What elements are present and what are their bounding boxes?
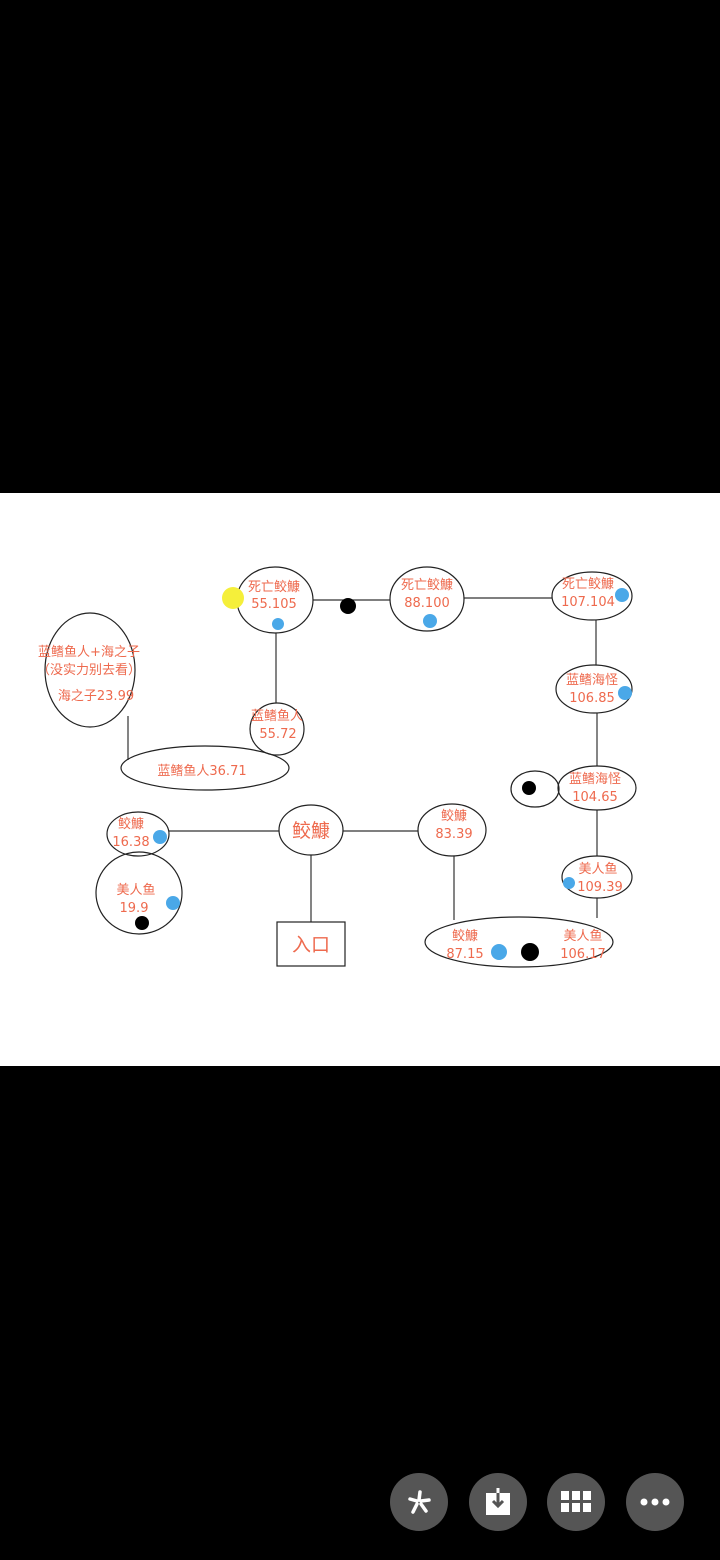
black-marker [340, 598, 356, 614]
black-marker [521, 943, 539, 961]
node-name: 鲛鱇 [292, 820, 330, 842]
node-murloc-55: 蓝鳍鱼人 55.72 [249, 702, 305, 756]
node-line1: 蓝鳍鱼人+海之子 [38, 644, 140, 660]
sparkle-icon [408, 1490, 431, 1514]
blue-marker [563, 877, 575, 889]
entrance-label: 入口 [292, 934, 330, 956]
yellow-marker [222, 587, 244, 609]
node-death-107: 死亡鲛鱇 107.104 [551, 571, 633, 621]
more-icon [640, 1498, 670, 1506]
node-name: 蓝鳍海怪 [566, 673, 618, 688]
node-level: 107.104 [561, 595, 615, 610]
blue-marker [615, 588, 629, 602]
node-combo-bottom: 鲛鱇 87.15 美人鱼 106.17 [424, 916, 614, 968]
black-marker [135, 916, 149, 930]
blue-marker [423, 614, 437, 628]
node-level: 106.85 [569, 691, 615, 706]
effects-button[interactable] [390, 1473, 448, 1531]
node-name: 鲛鱇 [452, 929, 478, 944]
viewer-toolbar [0, 1473, 720, 1531]
node-angler-83: 鲛鱇 83.39 [417, 803, 487, 857]
node-death-55: 死亡鲛鱇 55.105 [236, 566, 314, 634]
node-name: 美人鱼 [563, 928, 602, 944]
blue-marker [166, 896, 180, 910]
node-line3: 海之子23.99 [58, 689, 134, 704]
node-name: 蓝鳍鱼人 [251, 708, 303, 724]
save-button[interactable] [469, 1473, 527, 1531]
node-name: 鲛鱇 [441, 809, 467, 824]
node-name: 蓝鳍海怪 [569, 772, 621, 787]
grid-button[interactable] [547, 1473, 605, 1531]
download-icon [486, 1487, 510, 1515]
node-level: 55.105 [251, 597, 297, 612]
node-name: 美人鱼 [116, 882, 155, 898]
node-name: 死亡鲛鱇 [248, 580, 300, 595]
node-seamonster-104: 蓝鳍海怪 104.65 [510, 765, 637, 811]
node-level: 109.39 [577, 880, 623, 895]
node-level: 104.65 [572, 790, 618, 805]
node-level: 106.17 [560, 947, 606, 962]
node-murloc-36: 蓝鳍鱼人36.71 [120, 745, 290, 791]
blue-marker [153, 830, 167, 844]
black-marker [522, 781, 536, 795]
map-diagram: 死亡鲛鱇 55.105 死亡鲛鱇 88.100 死亡鲛鱇 107.104 蓝鳍海… [37, 566, 637, 968]
node-level: 87.15 [446, 947, 483, 962]
node-seachild: 蓝鳍鱼人+海之子 （没实力别去看） 海之子23.99 [37, 612, 141, 728]
node-center: 鲛鱇 [278, 804, 344, 856]
node-name: 美人鱼 [578, 861, 617, 877]
node-level: 19.9 [120, 901, 149, 916]
blue-marker [491, 944, 507, 960]
node-label: 蓝鳍鱼人36.71 [157, 763, 246, 779]
grid-icon [561, 1491, 591, 1512]
node-death-88: 死亡鲛鱇 88.100 [389, 566, 465, 632]
node-mermaid-19: 美人鱼 19.9 [95, 851, 183, 935]
node-name: 死亡鲛鱇 [401, 578, 453, 593]
node-mermaid-109: 美人鱼 109.39 [561, 855, 633, 899]
node-entrance: 入口 [276, 921, 346, 967]
node-seamonster-106: 蓝鳍海怪 106.85 [555, 664, 633, 714]
node-angler-16: 鲛鱇 16.38 [106, 811, 170, 857]
blue-marker [272, 618, 284, 630]
node-name: 死亡鲛鱇 [562, 577, 614, 592]
blue-marker [618, 686, 632, 700]
node-level: 88.100 [404, 596, 450, 611]
more-button[interactable] [626, 1473, 684, 1531]
node-level: 16.38 [112, 835, 149, 850]
node-line2: （没实力别去看） [37, 662, 141, 678]
node-name: 鲛鱇 [118, 817, 144, 832]
map-diagram-image[interactable]: 死亡鲛鱇 55.105 死亡鲛鱇 88.100 死亡鲛鱇 107.104 蓝鳍海… [0, 493, 720, 1066]
node-level: 83.39 [435, 827, 472, 842]
node-level: 55.72 [259, 727, 296, 742]
